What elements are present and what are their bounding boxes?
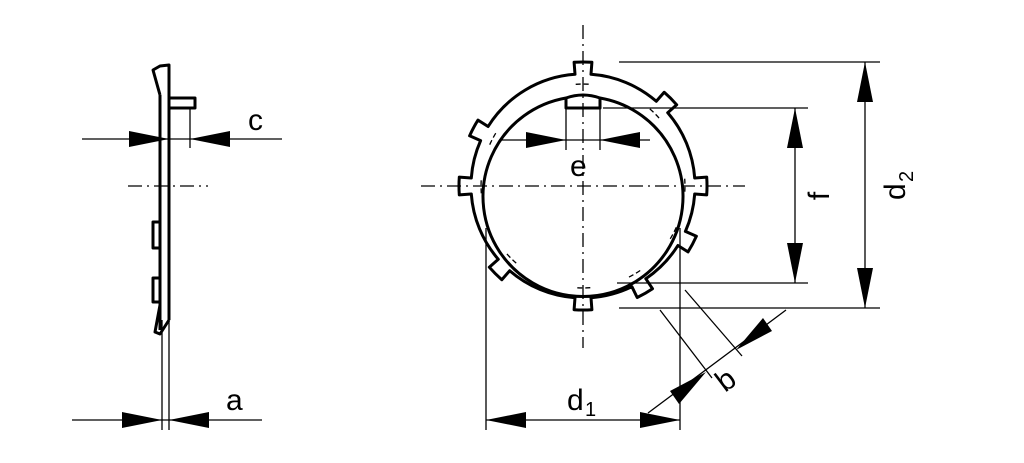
dim-c-arrow-right (190, 131, 230, 147)
side-body (158, 65, 171, 330)
dim-d2-label-base: d (879, 183, 912, 200)
washer-inner-bore (481, 96, 685, 299)
side-tab-2 (151, 276, 160, 304)
side-bottom-tab (153, 304, 171, 336)
side-tab-1 (151, 220, 160, 250)
dim-f-arrow-top (787, 108, 803, 148)
dim-e-arrow-right (600, 132, 640, 148)
side-top-tab (151, 63, 197, 110)
dim-d2-arrow-top (857, 62, 873, 102)
dim-b-arrow-lower (670, 372, 706, 404)
dim-d1-arrow-left (486, 412, 526, 428)
dim-a-label: a (226, 384, 243, 417)
ext-b-1 (659, 309, 713, 379)
dim-d2-label: d 2 (879, 171, 918, 200)
dim-c-label: c (248, 104, 263, 137)
dim-b-label: b (709, 362, 742, 398)
dim-f-label: f (803, 191, 836, 200)
ext-b-2 (684, 289, 743, 357)
dim-d2-arrow-bottom (857, 268, 873, 308)
washer-inner-tab (565, 93, 601, 100)
dim-f-arrow-bottom (787, 243, 803, 283)
dim-d1-label-base: d (567, 384, 584, 417)
dim-d2-label-sub: 2 (896, 171, 918, 182)
dim-d1-label-sub: 1 (585, 399, 596, 421)
dim-b-arrow-upper (736, 318, 772, 350)
side-view: a c (72, 63, 282, 430)
dim-c-arrow-left (129, 131, 169, 147)
washer-outer-contour (457, 60, 709, 312)
dim-e-arrow-left (526, 132, 566, 148)
dim-a-arrow-left (122, 412, 162, 428)
dim-e-label: e (570, 150, 587, 183)
dim-d1-arrow-right (640, 412, 680, 428)
dim-a-arrow-right (169, 412, 209, 428)
front-view: e f d 2 d 1 b (421, 25, 918, 430)
